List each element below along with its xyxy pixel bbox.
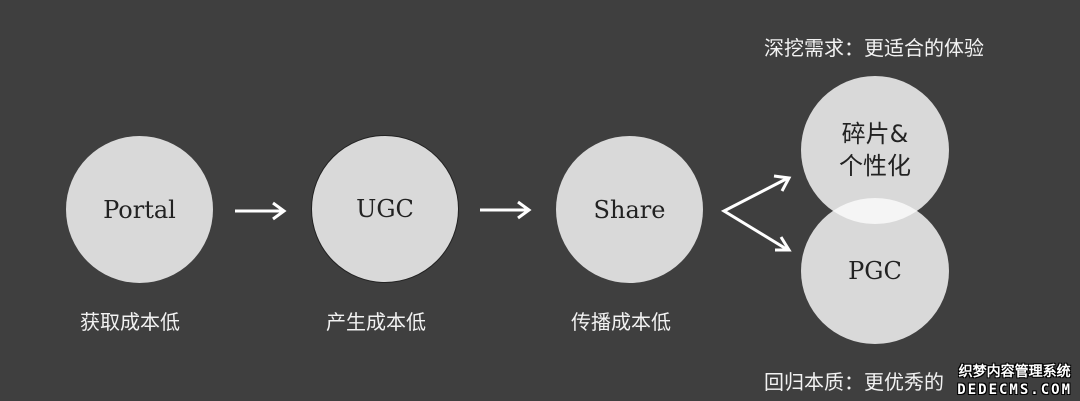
node-portal-label: Portal xyxy=(103,195,176,224)
caption-ugc: 产生成本低 xyxy=(326,310,426,334)
split-arrows xyxy=(720,174,792,252)
overlap-region xyxy=(801,198,949,224)
arrow-right-icon xyxy=(235,201,287,221)
caption-share: 传播成本低 xyxy=(571,310,671,334)
watermark-line2: DEDECMS.COM xyxy=(957,382,1072,398)
caption-fragment: 深挖需求：更适合的体验 xyxy=(764,36,984,60)
caption-portal: 获取成本低 xyxy=(80,310,180,334)
watermark-line1: 织梦内容管理系统 xyxy=(958,364,1071,380)
node-ugc: UGC xyxy=(311,135,459,283)
node-share-label: Share xyxy=(593,195,666,224)
arrow-right-icon xyxy=(480,200,532,220)
arrow-up-right-icon xyxy=(720,176,789,252)
node-share: Share xyxy=(556,136,703,283)
watermark: 织梦内容管理系统 DEDECMS.COM xyxy=(957,363,1072,399)
node-fragment-label-line1: 碎片& xyxy=(841,120,909,148)
caption-pgc: 回归本质：更优秀的 xyxy=(764,370,944,394)
node-ugc-label: UGC xyxy=(356,195,414,223)
node-fragment-label-line2: 个性化 xyxy=(839,152,911,180)
node-pgc-label: PGC xyxy=(848,257,902,285)
node-portal: Portal xyxy=(66,136,213,283)
